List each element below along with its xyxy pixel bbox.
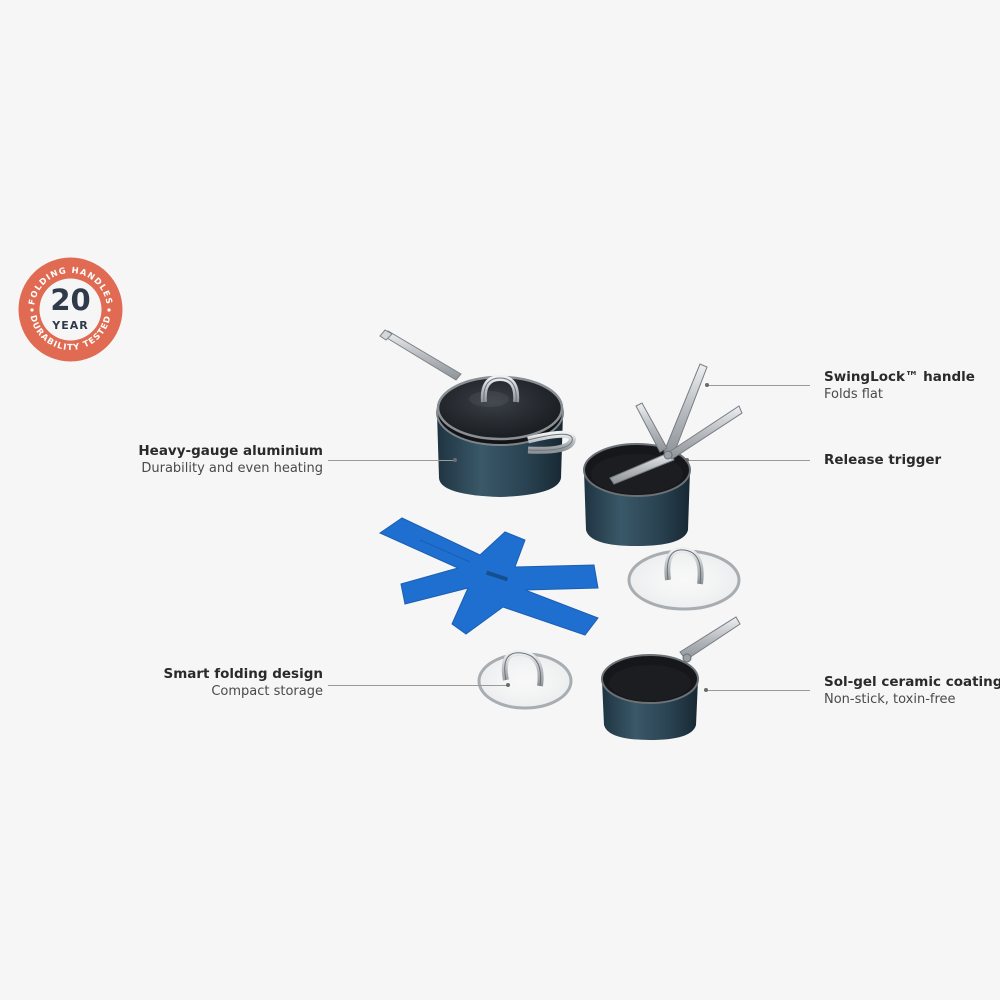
medium-saucepan-folding <box>583 363 743 546</box>
callout-swinglock: SwingLock™ handle Folds flat <box>824 369 975 403</box>
leader-solgel <box>707 690 810 691</box>
callout-heavy-gauge-sub: Durability and even heating <box>141 461 323 476</box>
small-saucepan <box>601 616 741 740</box>
callout-solgel-title: Sol-gel ceramic coating <box>824 674 1000 690</box>
callout-swinglock-title: SwingLock™ handle <box>824 369 975 385</box>
callout-heavy-gauge-title: Heavy-gauge aluminium <box>138 443 323 459</box>
callout-smart-folding: Smart folding design Compact storage <box>163 666 323 700</box>
leader-smart-folding <box>328 685 508 686</box>
badge-unit: YEAR <box>52 319 89 332</box>
leader-release <box>688 460 810 461</box>
glass-lid-small <box>477 649 573 710</box>
callout-smart-folding-title: Smart folding design <box>163 666 323 682</box>
callout-release: Release trigger <box>824 452 941 469</box>
badge-number: 20 <box>50 283 91 317</box>
glass-lid-medium <box>627 546 741 611</box>
leader-dot-smart-folding <box>506 683 510 687</box>
large-saucepan <box>379 329 576 497</box>
leader-dot-heavy-gauge <box>453 458 457 462</box>
pan-protector <box>378 517 599 636</box>
badge-ring: FOLDING HANDLES DURABILITY TESTED <box>18 257 123 362</box>
leader-swinglock <box>708 385 810 386</box>
durability-badge: FOLDING HANDLES DURABILITY TESTED 20 YEA… <box>18 257 123 362</box>
callout-solgel: Sol-gel ceramic coating Non-stick, toxin… <box>824 674 1000 708</box>
callout-solgel-sub: Non-stick, toxin-free <box>824 692 956 707</box>
callout-smart-folding-sub: Compact storage <box>211 684 323 699</box>
leader-dot-swinglock <box>705 383 709 387</box>
callout-swinglock-sub: Folds flat <box>824 387 883 402</box>
leader-dot-release <box>685 458 689 462</box>
leader-dot-solgel <box>704 688 708 692</box>
callout-heavy-gauge: Heavy-gauge aluminium Durability and eve… <box>138 443 323 477</box>
leader-heavy-gauge <box>328 460 455 461</box>
callout-release-title: Release trigger <box>824 452 942 468</box>
